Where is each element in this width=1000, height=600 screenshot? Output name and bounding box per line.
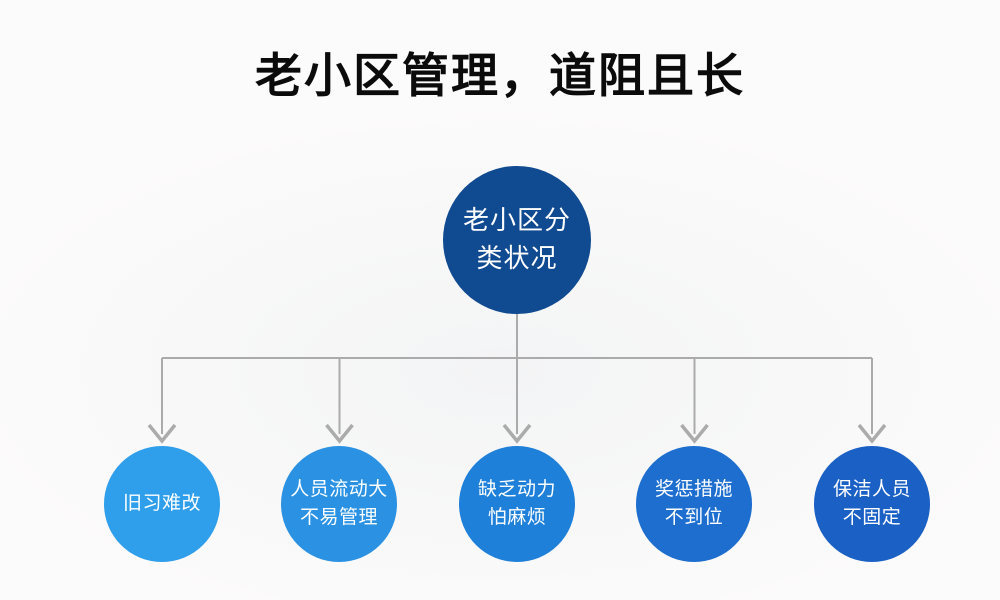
- cause-node-line: 保洁人员: [832, 478, 911, 500]
- root-node-line: 老小区分: [462, 205, 571, 236]
- cause-node-line: 不易管理: [299, 507, 378, 528]
- cause-node-old-habits: 旧习难改: [104, 446, 220, 562]
- cause-node-line: 缺乏动力: [477, 478, 556, 500]
- arrowhead-icons: [147, 423, 887, 444]
- cause-node-staff-turnover: 人员流动大 不易管理: [281, 446, 397, 562]
- cause-node-cleaning-staff: 保洁人员 不固定: [814, 446, 930, 562]
- cause-node-line: 人员流动大: [290, 478, 388, 500]
- cause-node-line: 不固定: [842, 507, 902, 528]
- root-node-line: 类状况: [476, 243, 558, 273]
- page-title: 老小区管理，道阻且长: [255, 49, 745, 102]
- cause-node-line: 奖惩措施: [654, 478, 733, 500]
- cause-node-lack-motivation: 缺乏动力 怕麻烦: [459, 446, 575, 562]
- cause-node-line: 旧习难改: [122, 492, 201, 514]
- root-node: 老小区分 类状况: [443, 166, 591, 314]
- cause-node-reward-punishment: 奖惩措施 不到位: [636, 446, 752, 562]
- cause-node-line: 不到位: [664, 507, 724, 528]
- connector-lines: [161, 314, 873, 434]
- cause-node-line: 怕麻烦: [487, 507, 547, 528]
